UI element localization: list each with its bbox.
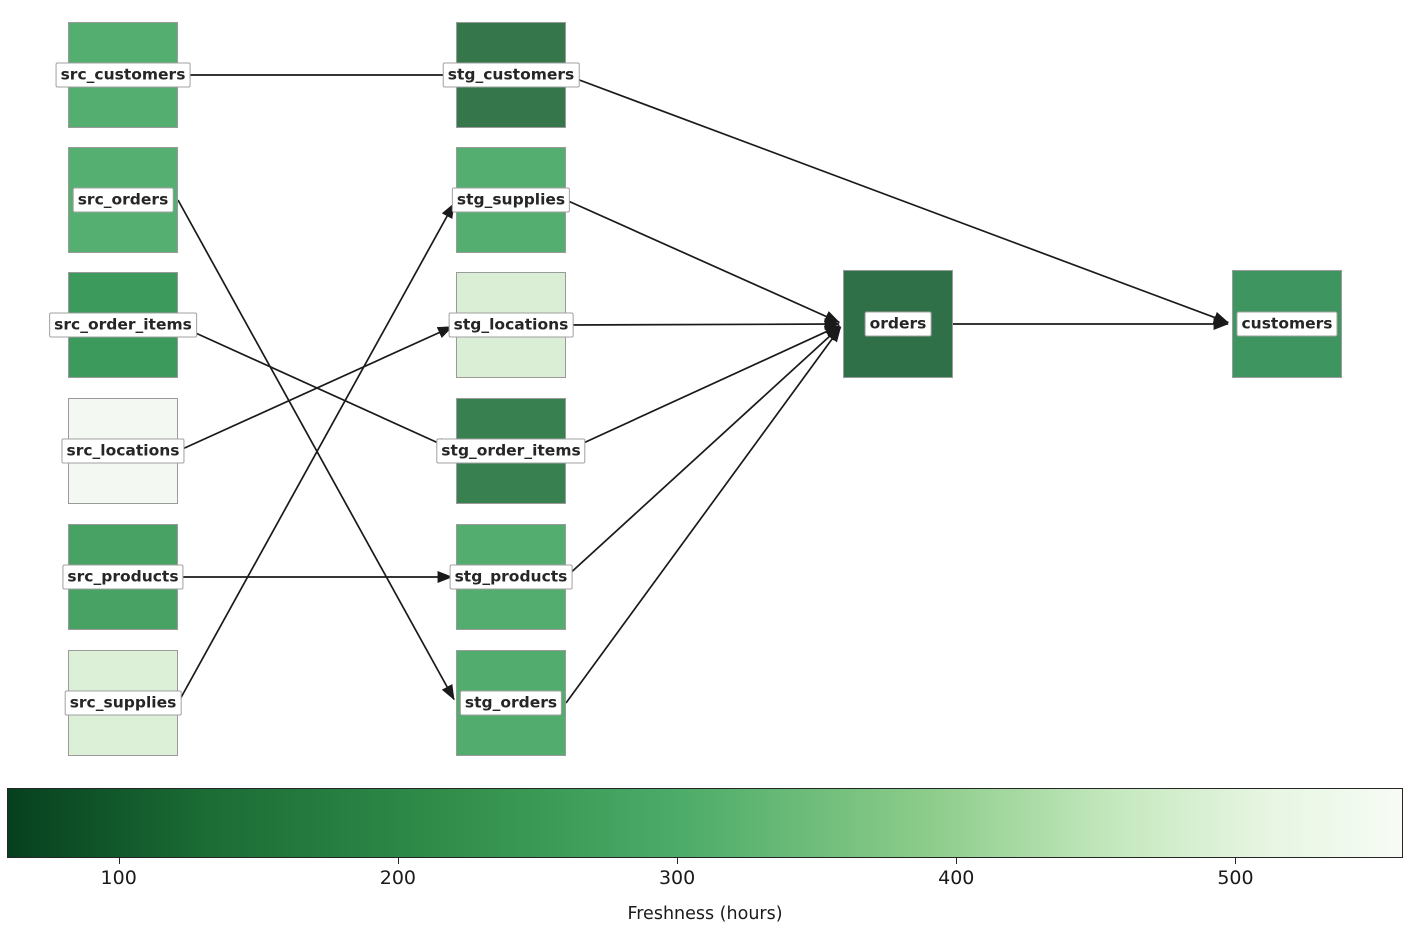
colorbar-tick: [397, 858, 399, 864]
colorbar-gradient: [7, 788, 1403, 858]
colorbar-tick-label: 300: [658, 867, 696, 889]
colorbar-tick: [118, 858, 120, 864]
edge-stg_orders-to-orders: [565, 326, 842, 704]
node-label-stg_customers: stg_customers: [442, 62, 580, 88]
node-label-customers: customers: [1236, 311, 1338, 337]
edge-src_order_items-to-stg_order_items: [177, 324, 454, 451]
node-label-src_orders: src_orders: [72, 187, 174, 213]
node-label-src_supplies: src_supplies: [64, 690, 182, 716]
edge-src_supplies-to-stg_supplies: [177, 202, 455, 704]
colorbar-tick: [677, 858, 679, 864]
colorbar-tick-label: 200: [379, 867, 417, 889]
edge-stg_locations-to-orders: [565, 318, 840, 331]
edge-src_locations-to-stg_locations: [177, 325, 454, 452]
node-label-orders: orders: [864, 311, 932, 337]
colorbar-tick: [1235, 858, 1237, 864]
edge-stg_order_items-to-orders: [565, 324, 841, 452]
node-label-src_order_items: src_order_items: [49, 312, 197, 338]
edge-stg_supplies-to-orders: [565, 199, 841, 324]
edge-stg_products-to-orders: [565, 326, 841, 578]
colorbar-tick: [956, 858, 958, 864]
node-label-stg_locations: stg_locations: [448, 312, 574, 338]
node-label-src_customers: src_customers: [55, 62, 191, 88]
edge-src_orders-to-stg_orders: [177, 199, 455, 701]
node-label-stg_products: stg_products: [449, 564, 573, 590]
node-label-src_locations: src_locations: [61, 438, 185, 464]
colorbar-tick-label: 400: [938, 867, 975, 889]
node-label-src_products: src_products: [62, 564, 184, 590]
colorbar-tick-label: 100: [100, 867, 137, 889]
node-label-stg_supplies: stg_supplies: [451, 187, 571, 213]
node-label-stg_orders: stg_orders: [459, 690, 563, 716]
colorbar-axis-label: Freshness (hours): [627, 904, 783, 924]
colorbar-tick-label: 500: [1217, 867, 1254, 889]
colorbar: 100 200 300 400 500 Freshness (hours): [7, 788, 1403, 924]
node-label-stg_order_items: stg_order_items: [436, 438, 586, 464]
